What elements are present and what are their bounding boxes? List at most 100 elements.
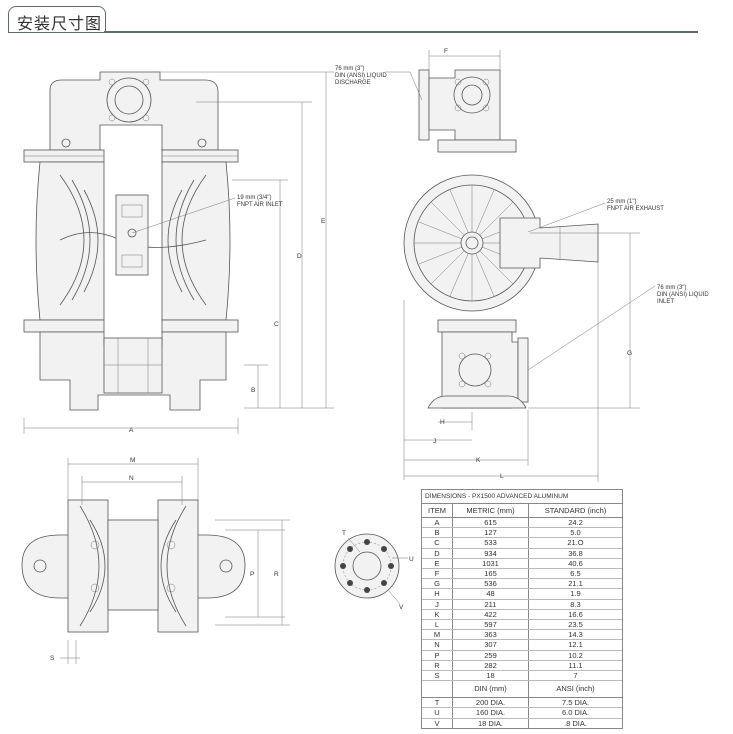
dim-label-S: S: [50, 655, 55, 662]
table-cell: .8 DIA.: [564, 718, 587, 728]
table-cell: 6.0 DIA.: [528, 707, 622, 719]
table-cell: G: [422, 578, 453, 590]
table-cell: 160 DIA.: [452, 707, 529, 719]
table-cell: 165: [452, 568, 529, 580]
table-cell: 18 DIA.: [452, 718, 529, 728]
dim-label-J: J: [433, 438, 436, 445]
table-cell: B: [422, 527, 453, 539]
liquid-inlet-label: INLET: [657, 299, 674, 305]
discharge-label: DISCHARGE: [335, 80, 371, 86]
table-cell: DIN (mm): [452, 680, 529, 699]
dim-label-P: P: [250, 571, 254, 578]
table-cell: 211: [452, 599, 529, 610]
dim-label-K: K: [476, 457, 481, 464]
table-cell: U: [422, 707, 453, 719]
dim-label-D: D: [297, 253, 302, 260]
table-cell: 12.1: [528, 639, 622, 651]
air-inlet-type: FNPT AIR INLET: [237, 202, 283, 208]
table-cell: 24.2: [528, 517, 622, 529]
dim-label-U: U: [409, 556, 414, 563]
dim-label-V: V: [399, 604, 404, 611]
table-cell: R: [422, 660, 453, 672]
table-cell: 23.5: [528, 619, 622, 631]
table-cell: 615: [452, 517, 529, 529]
table-cell: 597: [452, 619, 529, 631]
table-cell: 7: [528, 670, 622, 682]
front-view: [23, 71, 334, 434]
table-header-row: ITEM METRIC (mm) STANDARD (inch): [422, 504, 622, 518]
table-cell: P: [422, 650, 453, 661]
dimensions-table: DIMENSIONS - PX1500 ADVANCED ALUMINUM IT…: [421, 489, 623, 729]
table-cell: A: [422, 517, 453, 529]
table-cell: J: [422, 599, 453, 610]
table-cell: K: [422, 609, 453, 621]
table-cell: 36.8: [528, 548, 622, 559]
table-subheader-row: DIN (mm)ANSI (inch): [422, 680, 622, 699]
table-cell: 48: [452, 588, 529, 600]
dim-label-T: T: [342, 530, 346, 537]
table-cell: 21.1: [528, 578, 622, 590]
header-tab: 安装尺寸图: [8, 6, 106, 33]
table-cell: 363: [452, 629, 529, 641]
table-cell: 18: [452, 670, 529, 682]
table-cell: 934: [452, 548, 529, 559]
table-cell: L: [422, 619, 453, 631]
table-cell: N: [422, 639, 453, 651]
table-cell: 422: [452, 609, 529, 621]
table-cell: 7.5 DIA.: [528, 697, 622, 709]
table-cell: 40.6: [528, 558, 622, 570]
header-divider-thick: [104, 31, 698, 33]
table-cell: F: [422, 568, 453, 580]
table-cell: 200 DIA.: [452, 697, 529, 709]
table-cell: 11.1: [528, 660, 622, 672]
air-exhaust-size: 25 mm (1"): [607, 199, 636, 205]
table-title: DIMENSIONS - PX1500 ADVANCED ALUMINUM: [422, 490, 622, 504]
header-standard: STANDARD (inch): [528, 504, 622, 518]
dim-label-B: B: [251, 387, 255, 394]
dim-label-A: A: [129, 427, 134, 434]
discharge-type: DIN (ANSI) LIQUID: [335, 73, 387, 79]
dim-label-E: E: [321, 218, 326, 225]
flange-detail: [334, 533, 408, 605]
table-cell: T: [422, 697, 453, 709]
table-cell: 5.0: [528, 527, 622, 539]
table-cell: 1031: [452, 558, 529, 570]
dim-label-C: C: [274, 321, 279, 328]
air-exhaust-type: FNPT AIR EXHAUST: [607, 206, 664, 212]
table-cell: 16.6: [528, 609, 622, 621]
table-cell: 259: [452, 650, 529, 661]
top-view: [21, 458, 290, 664]
table-cell: 8.3: [528, 599, 622, 610]
liquid-inlet-size: 76 mm (3"): [657, 285, 686, 291]
header-item: ITEM: [422, 504, 453, 518]
dim-label-M: M: [130, 457, 135, 464]
table-cell: 14.3: [528, 629, 622, 641]
table-cell: H: [422, 588, 453, 600]
table-cell: C: [422, 537, 453, 549]
table-cell: V: [422, 718, 453, 728]
liquid-inlet-type: DIN (ANSI) LIQUID: [657, 292, 709, 298]
table-cell: S: [422, 670, 453, 682]
dim-label-H: H: [440, 419, 445, 426]
dim-label-G: G: [627, 350, 632, 357]
discharge-size: 76 mm (3"): [335, 66, 364, 72]
header-metric: METRIC (mm): [452, 504, 529, 518]
